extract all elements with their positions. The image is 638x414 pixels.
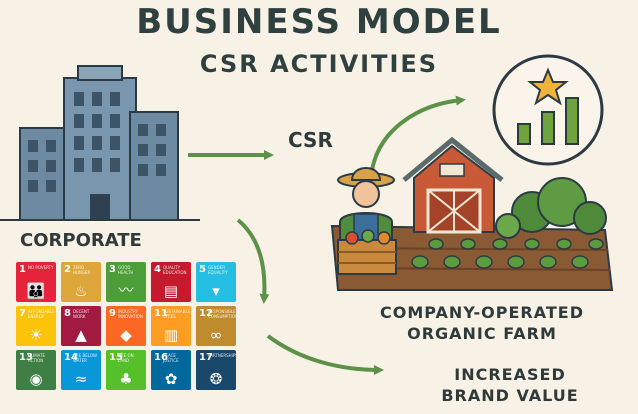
sdg-number: 2 — [64, 264, 71, 275]
sdg-text: ZERO HUNGER — [73, 265, 91, 275]
dove-icon: ✿ — [164, 370, 178, 388]
sdg-number: 12 — [199, 308, 213, 319]
sdg-text: CLIMATE ACTION — [28, 353, 46, 363]
sdg-text: GOOD HEALTH — [118, 265, 134, 275]
book-icon: ▤ — [163, 282, 179, 300]
sdg-number: 11 — [154, 308, 168, 319]
sdg-number: 16 — [154, 352, 168, 363]
arrow-farm-to-brand — [370, 95, 466, 171]
farm-label: COMPANY-OPERATED ORGANIC FARM — [352, 302, 612, 344]
sdg-number: 5 — [199, 264, 206, 275]
city-icon: ▥ — [163, 326, 179, 344]
csr-label: CSR — [288, 128, 333, 152]
sdg-number: 1 — [19, 264, 26, 275]
sdg-number: 17 — [199, 352, 213, 363]
sdg-text: PEACE JUSTICE — [163, 353, 179, 363]
growth-chart-icon — [492, 54, 604, 166]
farm-label-line1: COMPANY-OPERATED — [379, 303, 584, 322]
sdg-text: AFFORDABLE ENERGY — [28, 309, 55, 319]
star-icon — [527, 67, 569, 106]
sdg-text: RESPONSIBLE CONSUMPTION — [208, 309, 236, 319]
sdg-text: LIFE ON LAND — [118, 353, 134, 363]
infinity-icon: ∞ — [209, 326, 223, 344]
circles-icon: ❂ — [209, 370, 223, 388]
crop-plants-icon — [411, 238, 604, 269]
brand-label-line2: BRAND VALUE — [441, 386, 579, 405]
cubes-icon: ◆ — [120, 326, 132, 344]
sun-icon: ☀ — [29, 326, 43, 344]
page-subtitle: CSR ACTIVITIES — [199, 50, 439, 78]
corporate-label: CORPORATE — [20, 230, 142, 251]
heartbeat-icon: 〰 — [118, 281, 134, 299]
sdg-text: DECENT WORK — [73, 309, 90, 319]
arrow-to-brand-value — [266, 334, 384, 375]
sdg-text: LIFE BELOW WATER — [73, 353, 97, 363]
sdg-number: 3 — [109, 264, 116, 275]
sdg-text: INDUSTRY INNOVATION — [118, 309, 143, 319]
bowl-icon: ♨ — [74, 282, 88, 300]
farm-label-line2: ORGANIC FARM — [407, 324, 557, 343]
brand-value-label: INCREASED BRAND VALUE — [410, 364, 610, 406]
people-icon: 👪 — [26, 282, 46, 300]
sdg-number: 9 — [109, 308, 116, 319]
arrow-corporate-to-sdg — [236, 218, 270, 304]
sdg-text: NO POVERTY — [28, 265, 54, 270]
sdg-number: 4 — [154, 264, 161, 275]
farmer-icon — [337, 167, 397, 275]
page-title: BUSINESS MODEL — [136, 2, 502, 42]
eye-icon: ◉ — [29, 370, 43, 388]
fish-icon: ≈ — [74, 370, 88, 388]
bush-icon — [495, 177, 607, 239]
sdg-text: QUALITY EDUCATION — [163, 265, 187, 275]
sdg-number: 15 — [109, 352, 123, 363]
sdg-number: 13 — [19, 352, 33, 363]
sdg-number: 7 — [19, 308, 26, 319]
sdg-text: PARTNERSHIPS — [208, 353, 236, 358]
water-icon: ▾ — [212, 282, 220, 300]
sdg-text: GENDER EQUALITY — [208, 265, 228, 275]
sdg-number: 14 — [64, 352, 78, 363]
sdg-number: 8 — [64, 308, 71, 319]
brand-label-line1: INCREASED — [454, 365, 566, 384]
barn-icon — [402, 136, 504, 234]
growth-icon: ▲ — [75, 326, 87, 344]
tree-icon: ♣ — [119, 370, 133, 388]
sdg-text: SUSTAINABLE CITIES — [163, 309, 191, 319]
corporate-building-icon — [0, 65, 200, 221]
